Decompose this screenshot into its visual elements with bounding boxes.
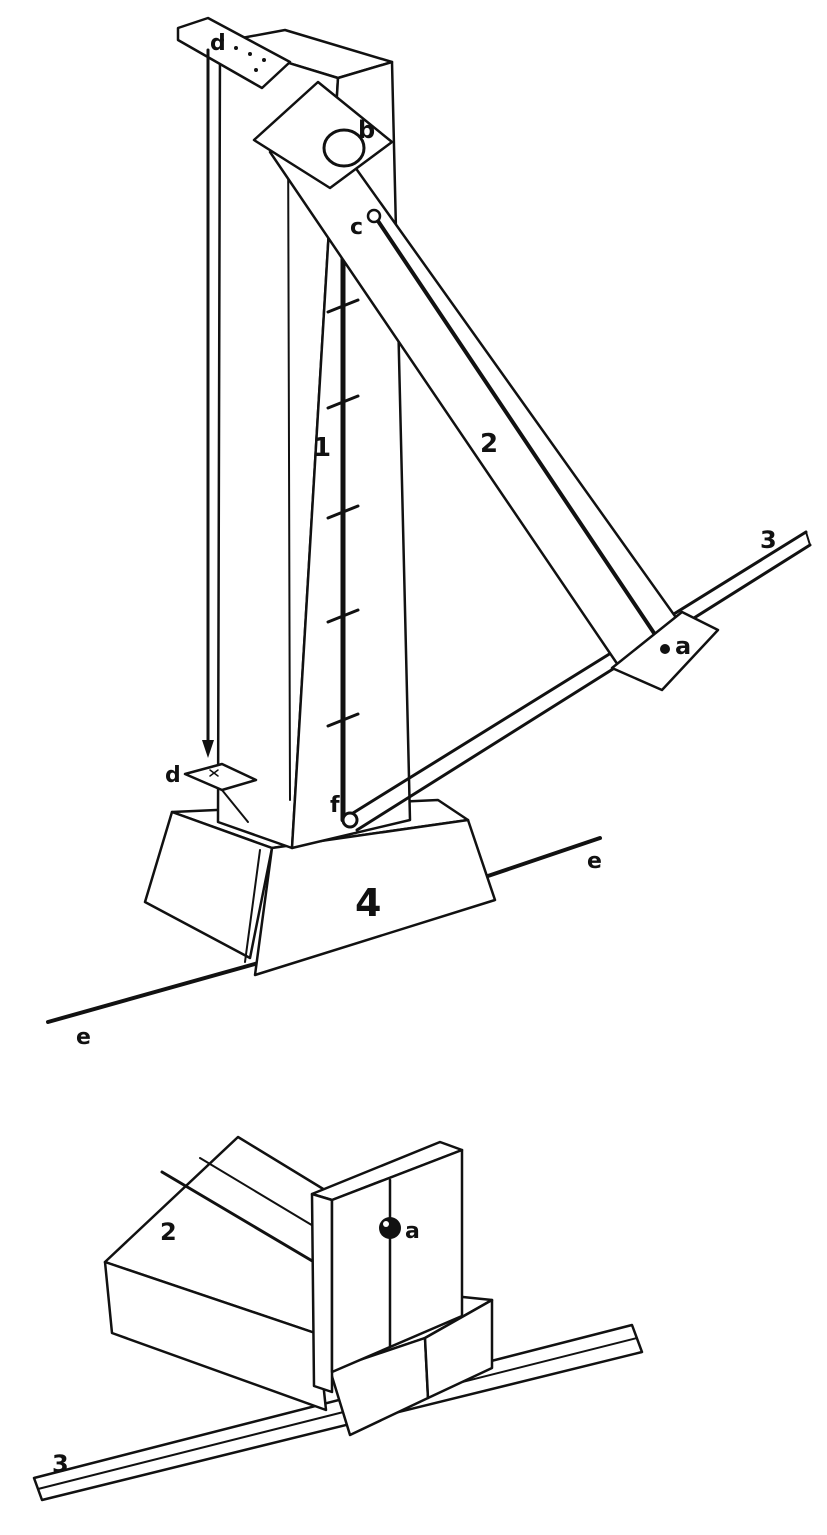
plumb-line [202,48,214,758]
ground-line-e [46,836,602,1024]
lower-label-point-a: a [405,1219,420,1244]
label-column-1: 1 [313,433,331,463]
label-point-b: b [358,116,375,144]
upper-drawing: 1 2 3 4 a b c d d e e f [46,16,812,1050]
label-ground-e-right: e [587,849,602,874]
plate-d-bottom [183,762,258,823]
label-point-f: f [330,793,340,818]
label-point-c: c [350,215,363,240]
label-point-a: a [675,632,691,660]
label-strut-2: 2 [480,429,498,459]
label-rail-3: 3 [760,526,777,554]
label-plate-d-bottom: d [165,763,181,788]
strut-2 [252,80,720,829]
label-ground-e-left: e [76,1025,91,1050]
scale-bar [326,255,360,823]
plate-d-top [176,16,292,90]
lower-strut-2 [103,1135,340,1412]
lower-label-strut-2: 2 [160,1218,177,1246]
lower-drawing: 2 a 3 [32,1135,644,1502]
lower-end-plate [310,1140,464,1394]
lower-label-rail-3: 3 [52,1450,69,1478]
label-plate-d-top: d [210,31,226,56]
label-base-4: 4 [355,881,381,925]
rail-3 [343,530,812,832]
